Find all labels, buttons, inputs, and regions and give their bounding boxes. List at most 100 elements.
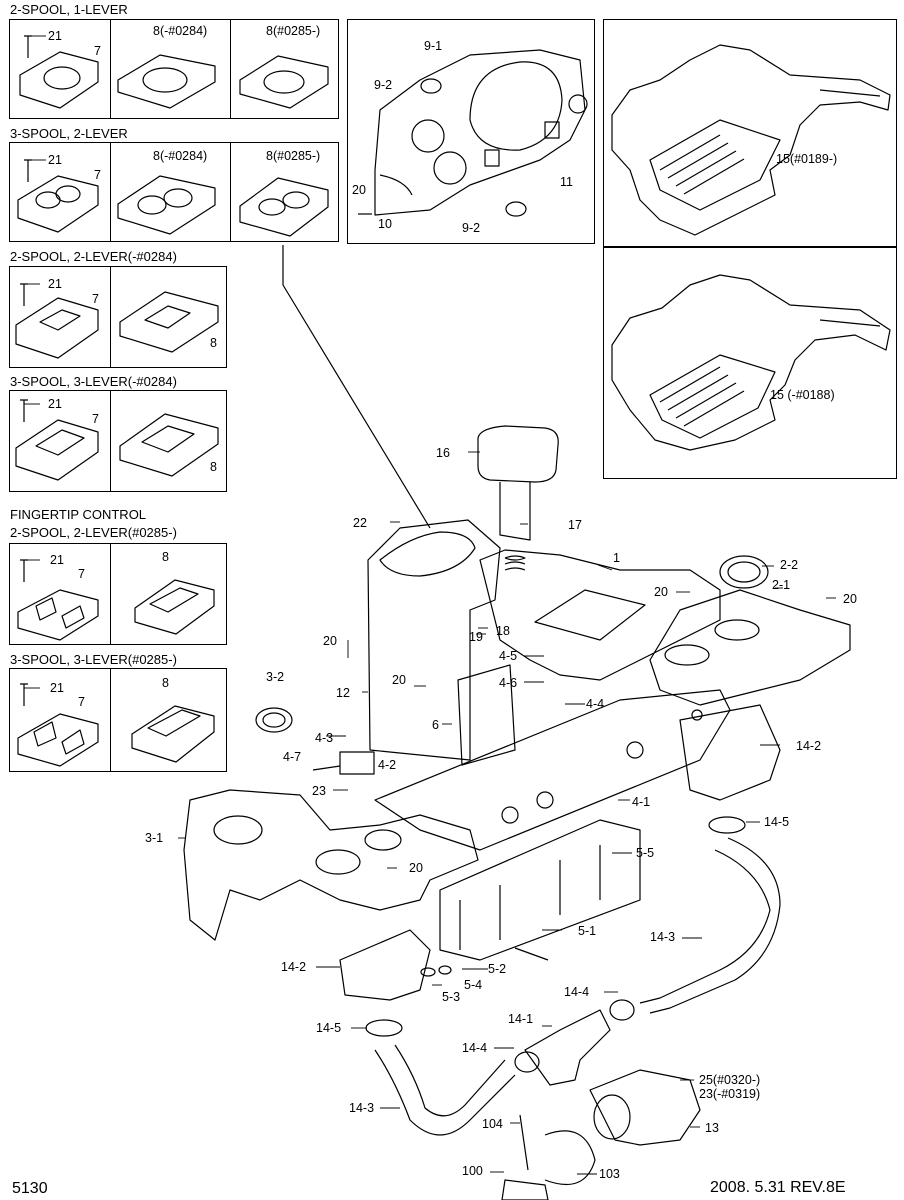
- part-label: 103: [599, 1167, 620, 1181]
- panel-2spool-2lever-early: [9, 266, 227, 368]
- part-label: 6: [432, 718, 439, 732]
- part-label: 14-2: [281, 960, 307, 974]
- part-label: 20: [843, 592, 857, 606]
- panel-fingertip-2spool: [9, 543, 227, 645]
- plate-7-row4: [15, 399, 99, 481]
- plate-8b-row2: [239, 177, 329, 237]
- floor-mat-top-drawing: [611, 44, 891, 236]
- section-title: FINGERTIP CONTROL: [10, 507, 147, 522]
- part-label: 2-1: [772, 578, 791, 592]
- part-label: 14-3: [349, 1101, 375, 1115]
- part-label: 14-4: [564, 985, 590, 999]
- part-label: 21: [48, 29, 62, 43]
- divider: [110, 20, 111, 118]
- floor-mat-bottom-drawing: [611, 274, 891, 451]
- leader-line: [282, 245, 431, 529]
- part-label: 20: [654, 585, 668, 599]
- divider: [110, 267, 111, 367]
- section-subtitle: 2-SPOOL, 2-LEVER(#0285-): [10, 525, 177, 540]
- part-label: 14-4: [462, 1041, 488, 1055]
- part-label: 7: [94, 168, 101, 182]
- part-label: 13: [705, 1121, 719, 1135]
- plate-7-row5: [17, 559, 99, 641]
- label-leaders: [24, 35, 836, 1175]
- part-label: 8(-#0284): [153, 24, 208, 38]
- part-label: 20: [392, 673, 406, 687]
- section-title: 3-SPOOL, 3-LEVER(#0285-): [10, 652, 177, 667]
- part-label: 15(#0189-): [776, 152, 838, 166]
- part-label: 100: [462, 1164, 483, 1178]
- part-label: 8: [210, 336, 217, 350]
- part-label: 14-5: [764, 815, 790, 829]
- part-label: 8(#0285-): [266, 24, 321, 38]
- part-label: 9-1: [424, 39, 443, 53]
- part-label: 15 (-#0188): [770, 388, 835, 402]
- divider: [110, 669, 111, 771]
- part-label: 19: [469, 630, 483, 644]
- part-label: 1: [613, 551, 620, 565]
- console-assembly-drawing: [183, 425, 851, 1200]
- divider: [110, 143, 111, 241]
- panel-fingertip-3spool: [9, 668, 227, 772]
- part-label: 8: [162, 550, 169, 564]
- part-label: 23: [312, 784, 326, 798]
- part-label: 18: [496, 624, 510, 638]
- divider: [230, 20, 231, 118]
- plate-7-row3: [15, 283, 99, 359]
- part-label: 8: [210, 460, 217, 474]
- part-label: 7: [92, 292, 99, 306]
- part-label: 14-3: [650, 930, 676, 944]
- part-label: 7: [78, 567, 85, 581]
- part-label: 14-5: [316, 1021, 342, 1035]
- section-title: 2-SPOOL, 2-LEVER(-#0284): [10, 249, 177, 264]
- panel-3spool-2lever: [9, 142, 339, 242]
- floor-mat-bottom-panel: [603, 247, 897, 479]
- part-label: 4-3: [315, 731, 334, 745]
- part-label: 21: [48, 397, 62, 411]
- part-label: 7: [94, 44, 101, 58]
- section-title: 3-SPOOL, 2-LEVER: [10, 126, 128, 141]
- part-label: 8: [162, 676, 169, 690]
- part-label: 8(#0285-): [266, 149, 321, 163]
- plate-8-row3: [119, 291, 219, 353]
- part-label: 104: [482, 1117, 503, 1131]
- part-label: 4-2: [378, 758, 397, 772]
- part-label: 20: [409, 861, 423, 875]
- part-label: 11: [560, 175, 573, 189]
- plate-7-row6: [17, 683, 99, 767]
- part-label: 5-4: [464, 978, 483, 992]
- plate-8-row6: [131, 705, 215, 763]
- plate-8a-row1: [117, 54, 216, 109]
- part-label: 17: [568, 518, 582, 532]
- divider: [110, 544, 111, 644]
- part-label: 21: [48, 277, 62, 291]
- part-label: 2-2: [780, 558, 799, 572]
- part-label: 7: [78, 695, 85, 709]
- part-label: 20: [352, 183, 366, 197]
- part-label: 3-2: [266, 670, 285, 684]
- part-label: 4-4: [586, 697, 605, 711]
- part-label: 4-1: [632, 795, 651, 809]
- revision-date: 2008. 5.31 REV.8E: [710, 1179, 846, 1196]
- plate-8a-row2: [117, 175, 216, 235]
- plate-8-row4: [119, 413, 219, 477]
- part-label: 5-3: [442, 990, 461, 1004]
- part-label: 16: [436, 446, 450, 460]
- section-title: 2-SPOOL, 1-LEVER: [10, 2, 128, 17]
- plate-7-row2: [17, 159, 99, 233]
- panel-3spool-3lever-early: [9, 390, 227, 492]
- part-label: 5-5: [636, 846, 655, 860]
- gauge-cluster-panel: [347, 19, 595, 244]
- part-label: 4-5: [499, 649, 518, 663]
- part-label: 22: [353, 516, 367, 530]
- plate-7-row1: [19, 35, 99, 109]
- part-label: 20: [323, 634, 337, 648]
- panel-2spool-1lever: [9, 19, 339, 119]
- plate-8-row5: [134, 579, 215, 635]
- part-label: 10: [378, 217, 392, 231]
- part-label: 14-1: [508, 1012, 534, 1026]
- part-label: 3-1: [145, 831, 164, 845]
- part-label: 8(-#0284): [153, 149, 208, 163]
- part-label: 4-6: [499, 676, 518, 690]
- part-label: 12: [336, 686, 350, 700]
